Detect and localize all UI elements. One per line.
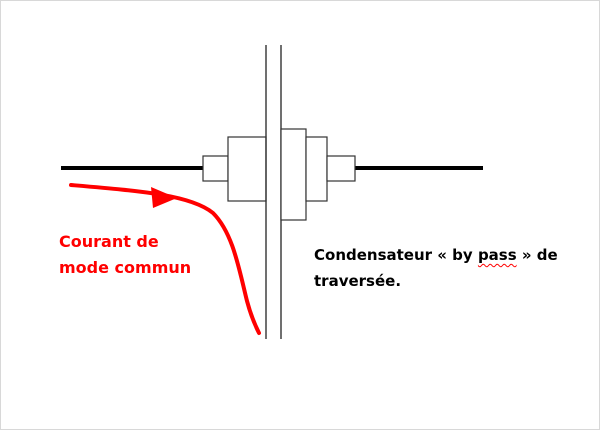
left-capacitor-body bbox=[227, 136, 267, 202]
common-mode-current-curve bbox=[69, 183, 261, 335]
bypass-capacitor-label: Condensateur « by pass » de traversée. bbox=[314, 242, 558, 294]
bypass-label-line1: Condensateur « by pass » de bbox=[314, 242, 558, 268]
right-pin-sleeve bbox=[326, 155, 356, 182]
left-pin-sleeve bbox=[202, 155, 229, 182]
bypass-label-line2: traversée. bbox=[314, 272, 402, 290]
common-mode-label-line2: mode commun bbox=[59, 258, 192, 277]
right-capacitor-flange bbox=[305, 136, 328, 202]
spellcheck-underlined-word: pass bbox=[477, 246, 517, 264]
bypass-label-part2: » de bbox=[516, 246, 558, 264]
current-arrowhead-icon bbox=[151, 187, 177, 208]
bypass-label-part1: Condensateur « by bbox=[314, 246, 478, 264]
common-mode-label-line1: Courant de bbox=[59, 232, 159, 251]
right-capacitor-body bbox=[280, 128, 307, 221]
common-mode-current-label: Courant de mode commun bbox=[59, 229, 191, 281]
